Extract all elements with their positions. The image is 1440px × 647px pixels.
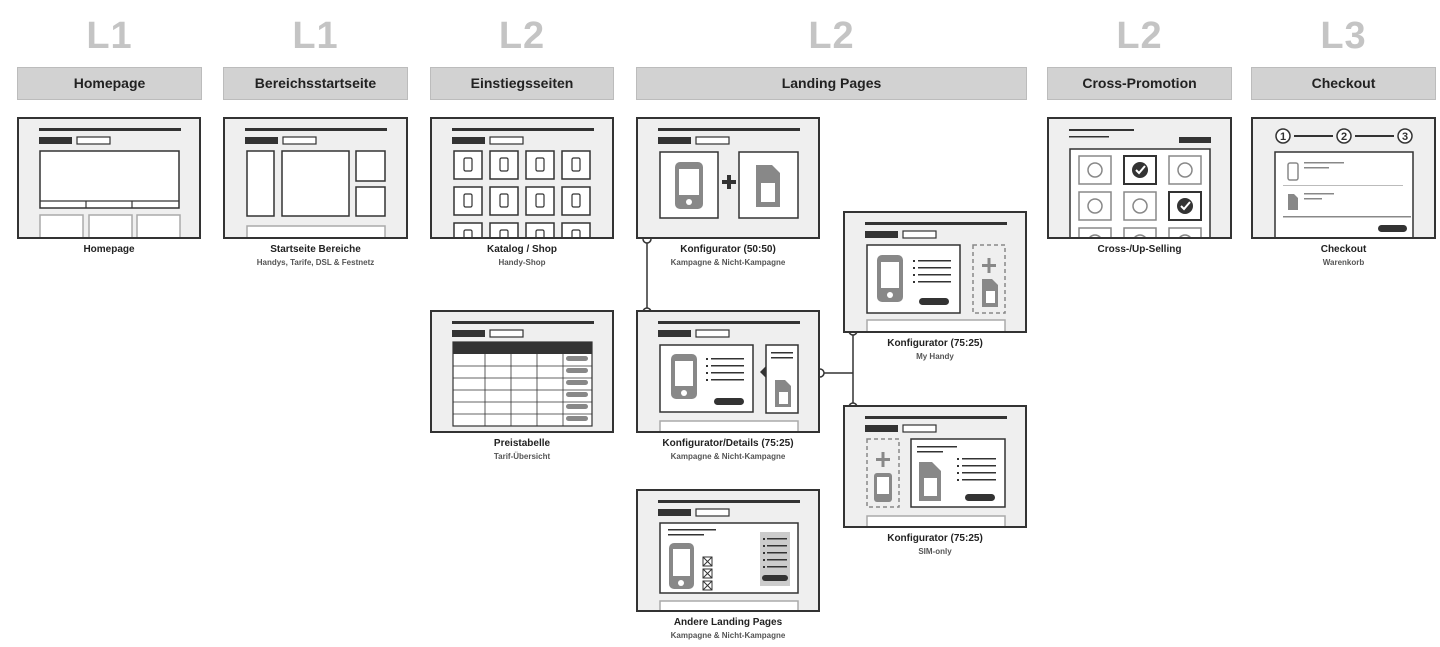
page-title-myhandy: Konfigurator (75:25) xyxy=(887,338,983,349)
header-cross-promotion: Cross-Promotion xyxy=(1047,67,1232,100)
page-title-konfigdetails: Konfigurator/Details (75:25) xyxy=(662,438,794,449)
wireframe-startseite-bereiche[interactable] xyxy=(223,117,408,239)
wireframe-preistabelle[interactable] xyxy=(430,310,614,433)
step-number: 2 xyxy=(1341,131,1347,143)
page-title-simonly: Konfigurator (75:25) xyxy=(887,533,983,544)
step-circle xyxy=(1336,128,1352,144)
page-subtitle-simonly: SIM-only xyxy=(918,547,952,556)
plus-icon xyxy=(876,452,890,467)
page-title-crossselling: Cross-/Up-Selling xyxy=(1097,244,1182,255)
step-number: 3 xyxy=(1402,131,1408,143)
page-title-andere: Andere Landing Pages xyxy=(673,617,783,628)
phone-icon xyxy=(1287,162,1299,181)
page-title-startseite: Startseite Bereiche xyxy=(270,244,361,255)
arrow-left-icon xyxy=(760,366,766,378)
step-number: 1 xyxy=(1280,131,1286,143)
level-label-l2-einstieg: L2 xyxy=(498,15,546,57)
header-bereichsstartseite: Bereichsstartseite xyxy=(223,67,408,100)
phone-icon xyxy=(671,354,697,399)
wireframe-konfigurator-my-handy[interactable] xyxy=(843,211,1027,333)
plus-icon xyxy=(722,175,736,189)
sim-card-icon xyxy=(982,279,998,307)
sim-card-icon xyxy=(919,462,941,501)
wireframe-andere-landing-pages[interactable] xyxy=(636,489,820,612)
header-einstiegsseiten: Einstiegsseiten xyxy=(430,67,614,100)
page-subtitle-konfigdetails: Kampagne & Nicht-Kampagne xyxy=(670,452,786,461)
page-title-konfig5050: Konfigurator (50:50) xyxy=(680,244,776,255)
level-label-l2-landing: L2 xyxy=(808,15,855,57)
wireframe-konfigurator-50-50[interactable] xyxy=(636,117,820,239)
sim-card-icon xyxy=(756,165,780,207)
level-label-l3-checkout: L3 xyxy=(1320,15,1367,57)
wireframe-konfigurator-details[interactable] xyxy=(636,310,820,433)
check-icon xyxy=(1132,162,1193,214)
level-label-l1-homepage: L1 xyxy=(86,15,133,57)
page-subtitle-startseite: Handys, Tarife, DSL & Festnetz xyxy=(256,258,375,267)
sim-card-icon xyxy=(775,380,791,407)
page-subtitle-konfig5050: Kampagne & Nicht-Kampagne xyxy=(670,258,786,267)
phone-icon xyxy=(463,157,581,237)
wireframe-cross-up-selling[interactable] xyxy=(1047,117,1232,239)
wireframe-katalog-shop[interactable] xyxy=(430,117,614,239)
phone-icon xyxy=(669,543,694,589)
wireframe-konfigurator-sim-only[interactable] xyxy=(843,405,1027,528)
level-label-l2-cross: L2 xyxy=(1116,15,1163,57)
phone-icon xyxy=(675,162,703,209)
page-title-homepage: Homepage xyxy=(83,244,135,255)
header-homepage: Homepage xyxy=(17,67,202,100)
page-subtitle-myhandy: My Handy xyxy=(916,352,954,361)
level-label-l1-bereich: L1 xyxy=(292,15,339,57)
circle-icon xyxy=(1087,162,1193,237)
page-subtitle-katalog: Handy-Shop xyxy=(498,258,546,267)
header-landing-pages: Landing Pages xyxy=(636,67,1027,100)
wireframe-homepage[interactable] xyxy=(17,117,201,239)
sim-card-icon xyxy=(1288,194,1298,210)
page-subtitle-checkout: Warenkorb xyxy=(1322,258,1365,267)
plus-icon xyxy=(982,258,996,273)
page-title-preistabelle: Preistabelle xyxy=(493,438,551,449)
wireframe-checkout[interactable]: 1 2 3 xyxy=(1251,117,1436,239)
step-circle xyxy=(1397,128,1413,144)
header-checkout: Checkout xyxy=(1251,67,1436,100)
phone-icon xyxy=(877,255,903,302)
phone-icon xyxy=(874,473,892,502)
page-subtitle-andere: Kampagne & Nicht-Kampagne xyxy=(670,631,786,640)
page-title-checkout: Checkout xyxy=(1320,244,1367,255)
step-circle xyxy=(1275,128,1291,144)
page-title-katalog: Katalog / Shop xyxy=(487,244,557,255)
page-subtitle-preistabelle: Tarif-Übersicht xyxy=(493,452,551,461)
